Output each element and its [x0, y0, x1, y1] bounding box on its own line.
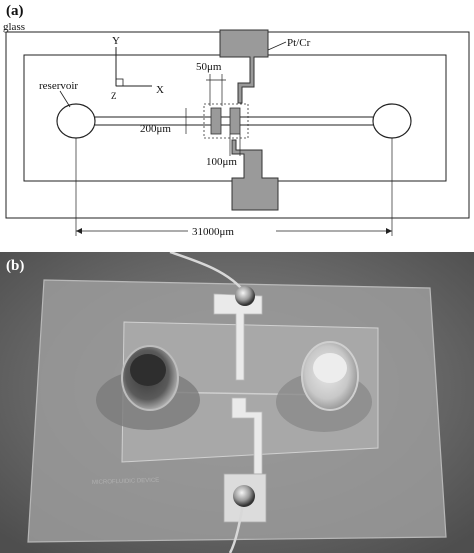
bottom-contact-pad — [223, 473, 267, 523]
glass-label: glass — [3, 21, 25, 33]
detection-region — [203, 103, 249, 139]
length-arrow-right — [386, 228, 392, 234]
bottom-electrode-pad — [231, 139, 279, 211]
electrode-finger-left — [210, 107, 222, 135]
panel-b-label: (b) — [6, 258, 24, 274]
bottom-solder-ball — [233, 485, 255, 507]
z-axis-label: Z — [111, 91, 117, 101]
electrode-label: Pt/Cr — [287, 37, 311, 49]
y-axis-label: Y — [112, 35, 120, 47]
reservoir-leader — [59, 90, 71, 108]
photo-svg: MICROFLUIDIC DEVICE (b) — [0, 252, 474, 553]
gap-dimension-label: 50μm — [196, 61, 222, 73]
channel-width-label: 200μm — [140, 123, 171, 135]
electrode-leader — [267, 41, 287, 51]
top-solder-ball — [235, 286, 255, 306]
photo-panel: MICROFLUIDIC DEVICE (b) — [0, 252, 474, 553]
z-axis-marker — [115, 78, 124, 87]
schematic-svg: (a) glass reservoir Y X Z Pt/Cr 50μm 200… — [3, 3, 470, 238]
length-dimension-label: 31000μm — [192, 226, 234, 238]
left-reservoir-opening — [130, 354, 166, 386]
top-electrode-trace — [213, 293, 263, 381]
electrode-finger-right — [229, 107, 241, 135]
x-axis-label: X — [156, 84, 164, 96]
schematic-panel: (a) glass reservoir Y X Z Pt/Cr 50μm 200… — [0, 0, 474, 248]
length-arrow-left — [76, 228, 82, 234]
right-reservoir-opening — [313, 353, 347, 383]
left-reservoir — [56, 103, 96, 139]
panel-a-label: (a) — [6, 3, 24, 19]
electrode-width-label: 100μm — [206, 156, 237, 168]
reservoir-label: reservoir — [39, 80, 78, 92]
right-reservoir — [372, 103, 412, 139]
top-electrode-pad — [219, 29, 269, 104]
slide-printed-text: MICROFLUIDIC DEVICE — [92, 478, 160, 486]
